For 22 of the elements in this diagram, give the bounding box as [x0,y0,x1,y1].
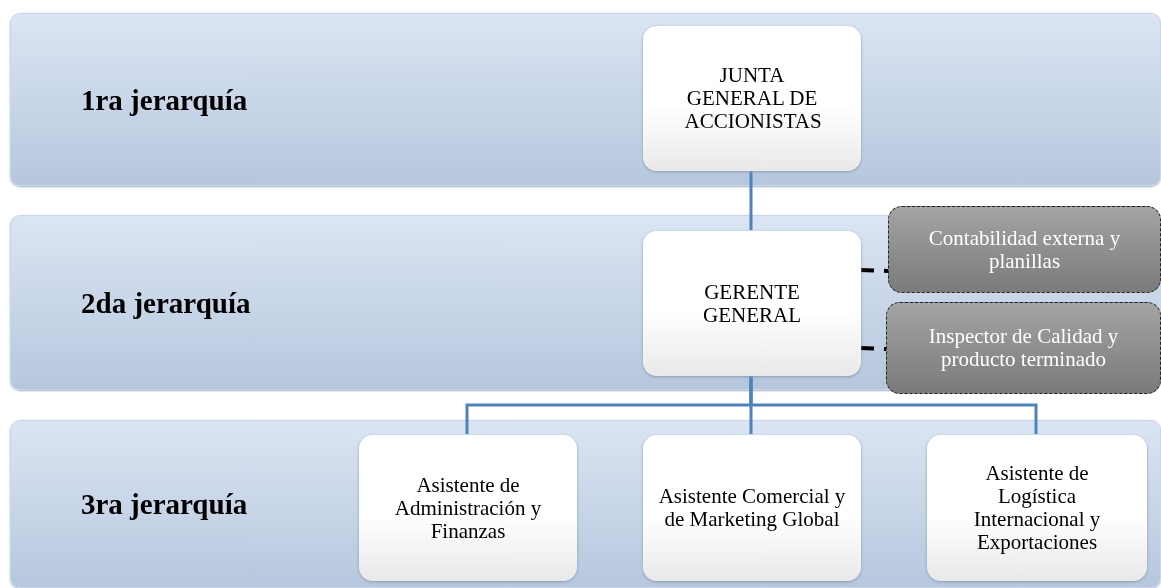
position-box [643,231,861,376]
position-title: Inspector de Calidad y producto terminado [927,325,1120,371]
dashed-connector [859,346,887,351]
position-title: Asistente de Administración y Finanzas [393,473,543,543]
staff-box [888,206,1161,293]
connector-line [749,170,753,230]
position-box [643,435,861,581]
hierarchy-label: 2da jerarquía [81,286,251,319]
hierarchy-label: 3ra jerarquía [81,487,248,521]
position-title: Asistente de Logística Internacional y Exportaciones [972,462,1102,554]
position-box [359,435,577,581]
position-title: Asistente Comercial y de Marketing Global [657,485,847,531]
connector-line [749,375,1038,434]
hierarchy-label: 1ra jerarquía [81,83,248,116]
position-title: Contabilidad externa y planillas [927,226,1122,273]
hierarchy-band [10,420,1161,588]
position-box [927,435,1147,581]
position-title: GERENTE GENERAL [702,280,802,327]
hierarchy-band [10,13,1161,186]
dashed-connector [859,268,889,273]
position-box [643,26,861,171]
position-title: JUNTA GENERAL DE ACCIONISTAS [683,64,823,133]
